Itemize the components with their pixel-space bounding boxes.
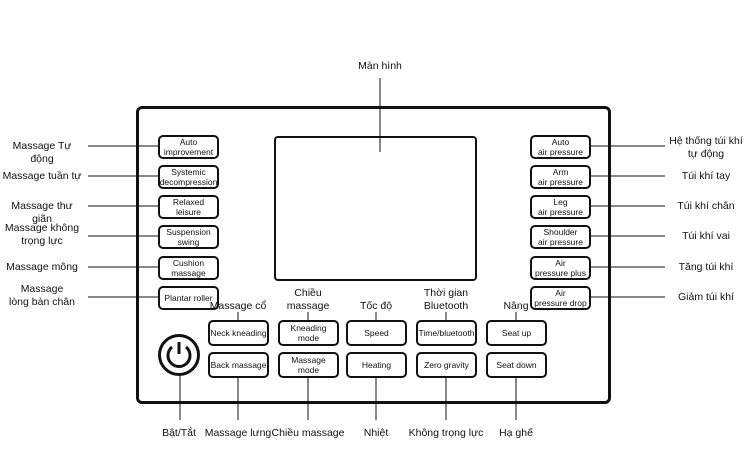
left-button-0[interactable]: Auto improvement bbox=[158, 135, 219, 159]
top-row-button-1[interactable]: Kneading mode bbox=[278, 320, 339, 346]
right-button-2[interactable]: Leg air pressure bbox=[530, 195, 591, 219]
left-label-5: Massage lòng bàn chân bbox=[9, 283, 75, 308]
top-row-label-1: Chiều massage bbox=[286, 287, 330, 312]
right-button-4[interactable]: Air pressure plus bbox=[530, 256, 591, 280]
top-row-button-4[interactable]: Seat up bbox=[486, 320, 547, 346]
bottom-row-button-4[interactable]: Seat down bbox=[486, 352, 547, 378]
left-button-1[interactable]: Systemic decompression bbox=[158, 165, 219, 189]
right-button-3[interactable]: Shoulder air pressure bbox=[530, 225, 591, 249]
bottom-row-label-1: Chiều massage bbox=[271, 427, 345, 439]
display-screen bbox=[274, 136, 477, 281]
right-button-0[interactable]: Auto air pressure bbox=[530, 135, 591, 159]
bottom-row-label-4: Hạ ghế bbox=[499, 427, 533, 439]
right-button-5[interactable]: Air pressure drop bbox=[530, 286, 591, 310]
left-button-2[interactable]: Relaxed leisure bbox=[158, 195, 219, 219]
left-button-3[interactable]: Suspension swing bbox=[158, 225, 219, 249]
bottom-row-button-3[interactable]: Zero gravity bbox=[416, 352, 477, 378]
bottom-row-label-2: Nhiệt bbox=[363, 427, 389, 439]
top-row-label-3: Thời gian Bluetooth bbox=[423, 287, 469, 312]
bottom-row-button-0[interactable]: Back massage bbox=[208, 352, 269, 378]
top-row-label-0: Massage cổ bbox=[209, 300, 267, 312]
right-button-1[interactable]: Arm air pressure bbox=[530, 165, 591, 189]
bottom-row-label-3: Không trọng lực bbox=[408, 427, 484, 439]
remote-panel bbox=[136, 106, 611, 404]
right-label-4: Tăng túi khí bbox=[678, 261, 734, 273]
top-row-button-2[interactable]: Speed bbox=[346, 320, 407, 346]
left-label-3: Massage không trọng lực bbox=[4, 222, 80, 247]
top-row-button-0[interactable]: Neck kneading bbox=[208, 320, 269, 346]
left-label-2: Massage thư giãn bbox=[11, 200, 73, 225]
right-label-3: Túi khí vai bbox=[682, 230, 730, 242]
left-label-1: Massage tuần tự bbox=[2, 170, 82, 182]
right-label-1: Túi khí tay bbox=[681, 170, 731, 182]
bottom-row-button-2[interactable]: Heating bbox=[346, 352, 407, 378]
power-icon bbox=[166, 342, 192, 368]
left-label-4: Massage mông bbox=[6, 261, 78, 273]
right-label-0: Hệ thống túi khí tự động bbox=[669, 135, 743, 160]
bottom-row-label-0: Massage lưng bbox=[204, 427, 272, 439]
right-label-2: Túi khí chân bbox=[677, 200, 735, 212]
top-row-label-4: Nâng bbox=[503, 300, 529, 312]
power-label: Bật/Tắt bbox=[162, 427, 196, 439]
top-row-label-2: Tốc độ bbox=[359, 300, 393, 312]
top-row-button-3[interactable]: Time/bluetooth bbox=[416, 320, 477, 346]
screen-label: Màn hình bbox=[358, 60, 402, 72]
left-button-4[interactable]: Cushion massage bbox=[158, 256, 219, 280]
right-label-5: Giảm túi khí bbox=[677, 291, 735, 303]
left-button-5[interactable]: Plantar roller bbox=[158, 286, 219, 310]
bottom-row-button-1[interactable]: Massage mode bbox=[278, 352, 339, 378]
power-button[interactable] bbox=[158, 334, 200, 376]
left-label-0: Massage Tự động bbox=[12, 140, 72, 165]
